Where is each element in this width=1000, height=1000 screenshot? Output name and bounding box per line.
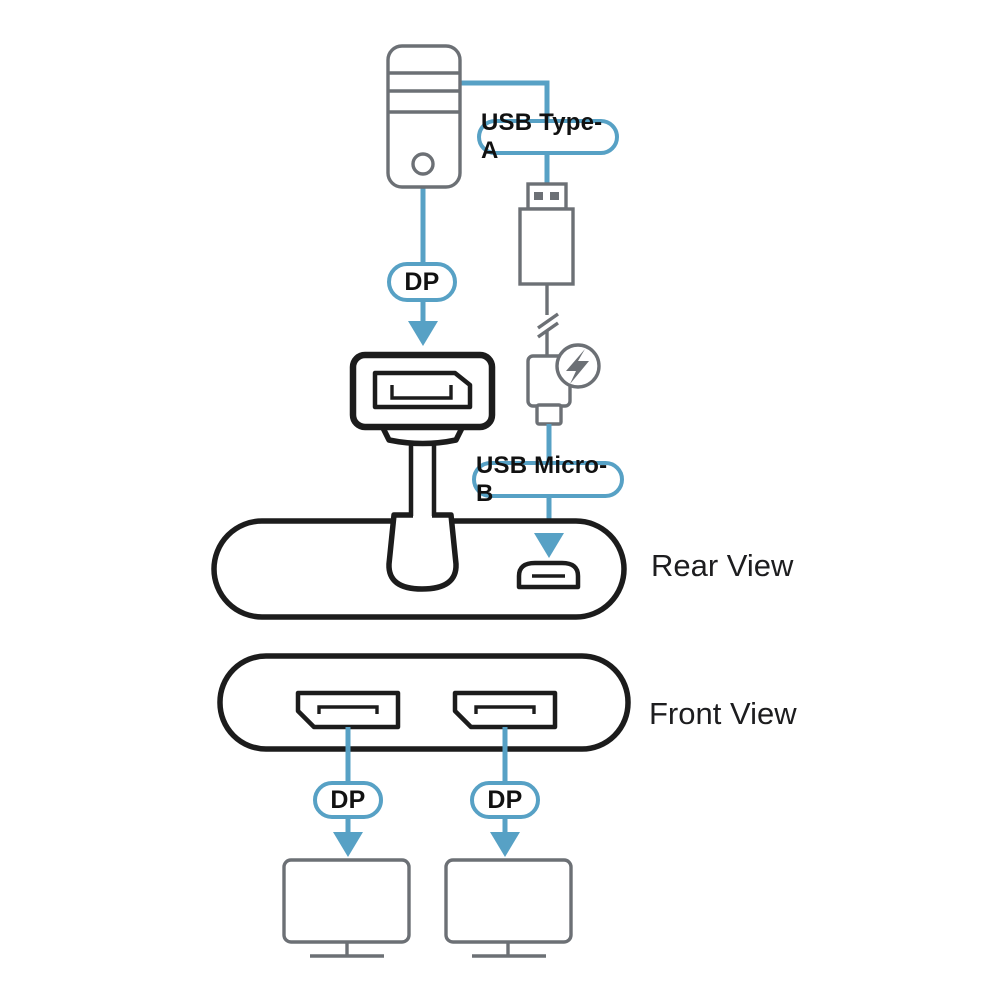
arrow-to-monitor-right bbox=[490, 832, 520, 857]
label-usb-micro-b: USB Micro-B bbox=[472, 452, 624, 507]
monitor-screen bbox=[282, 858, 411, 944]
arrow-to-monitor-left bbox=[333, 832, 363, 857]
arrow-micro-b-to-port bbox=[534, 533, 564, 558]
monitor-left bbox=[282, 858, 411, 958]
cable-break-slash bbox=[537, 321, 559, 339]
usb-a-contact bbox=[534, 192, 543, 200]
label-usb-type-a: USB Type-A bbox=[477, 109, 619, 164]
dp-connector bbox=[349, 351, 496, 431]
front-view-device bbox=[217, 653, 631, 752]
tower-power-button bbox=[411, 152, 435, 176]
usb-a-tip bbox=[526, 182, 568, 211]
rear-view-device bbox=[211, 423, 627, 620]
usb-type-a-connector bbox=[518, 182, 575, 356]
computer-tower bbox=[386, 44, 462, 189]
dp-port-right bbox=[452, 690, 558, 730]
front-view-caption: Front View bbox=[649, 696, 797, 731]
micro-b-tip bbox=[535, 403, 563, 426]
dp-cable-fill bbox=[413, 437, 432, 517]
arrow-dp-to-connector bbox=[408, 321, 438, 346]
label-dp-source: DP bbox=[387, 262, 457, 302]
dp-connector-socket bbox=[372, 370, 473, 410]
tower-body bbox=[386, 44, 462, 189]
usb-a-body bbox=[518, 207, 575, 286]
usb-a-contact bbox=[550, 192, 559, 200]
power-bolt-icon bbox=[566, 349, 589, 384]
rear-view-caption: Rear View bbox=[651, 548, 794, 583]
dp-port-right-pins bbox=[474, 705, 536, 714]
dp-port-left bbox=[295, 690, 401, 730]
label-dp-output-left: DP bbox=[313, 781, 383, 819]
monitor-screen bbox=[444, 858, 573, 944]
monitor-right bbox=[444, 858, 573, 958]
label-dp-output-right: DP bbox=[470, 781, 540, 819]
cable-boot bbox=[386, 512, 459, 592]
dp-connector-pins bbox=[390, 385, 453, 400]
usb-micro-b-connector bbox=[526, 343, 601, 426]
adapter-front-body bbox=[217, 653, 631, 752]
dp-port-left-pins bbox=[317, 705, 379, 714]
dp-connector-collar bbox=[379, 423, 466, 447]
cable-break-slash bbox=[537, 312, 559, 330]
